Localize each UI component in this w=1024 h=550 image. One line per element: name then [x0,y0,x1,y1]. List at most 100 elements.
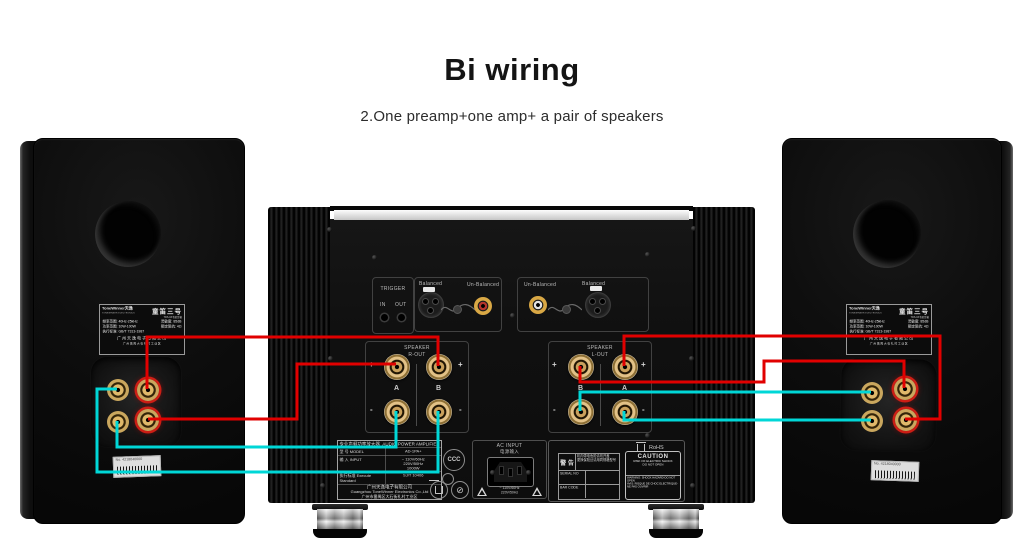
bass-port [853,200,921,268]
column-a-label: A [622,385,628,392]
amp-foot [312,504,368,538]
trigger-in-label: IN [380,302,386,308]
screw-icon [327,227,332,232]
screw-icon [645,433,650,438]
warning-title: 警 告 [559,454,576,470]
spec-impedance: 额定阻抗: 4Ω [160,325,182,329]
standard-value: SJ/T 10406 [403,473,424,478]
certification-marks: CCC ⊘ [430,449,470,503]
caution-line-1: RISK OF ELECTRIC SHOCK [633,460,673,463]
amp-address-en: Hongyu Industrial Plot, Dashi, Panyu, Gu… [338,500,441,501]
speaker-company: 广州天逸电子有限公司 [117,336,167,341]
binding-post-recess [840,358,937,452]
speaker-r-out-panel: SPEAKER R-OUT + + A B - - [365,341,469,433]
plus-sign: + [458,360,463,369]
amp-post-l-a-minus [612,399,638,425]
right-speaker-post-hf-minus [861,382,883,404]
spec-sensitivity: 灵敏度: 85dB [907,320,929,324]
spec-standard: 执行标准: GB/T 7313-1987 [849,330,892,334]
ac-input-title: AC INPUT [496,443,523,449]
page-subtitle: 2.One preamp+one amp+ a pair of speakers [360,108,664,125]
warning-serial-label: 警 告 机内带电危险请勿开盖 更换保险丝请用同规格型号 SERIAL NO BA… [558,453,620,500]
amp-post-r-a-minus [384,399,410,425]
serial-number: No. 4218040000 [873,461,901,467]
ac-input-panel: AC INPUT 电源输入 ~ 110V/60Hz 220V/50Hz [472,440,547,499]
model-key: 型 号 MODEL [338,448,386,456]
left-speaker-post-hf-minus [107,379,129,401]
xlr-label-tab [590,286,602,291]
serial-no-label: SERIAL NO [560,472,579,476]
cert-circle-icon [442,473,454,485]
minus-sign: - [370,405,373,414]
left-speaker-post-hf-plus [137,379,159,401]
column-b-label: B [578,385,584,392]
serial-barcode-label: No. 4218040000 [870,460,920,482]
input-power: 1000W [406,466,420,471]
amp-type-en: AUDIO POWER AMPLIFIER [382,441,440,447]
balanced-label: Balanced [419,281,443,287]
warning-triangle-icon [477,487,487,496]
column-divider [416,364,417,426]
speaker-address: 广州番禺大石礼村工业区 [869,342,909,346]
weee-bin-mark-icon [430,481,448,499]
serial-no-field [586,471,619,484]
speaker-out-channel: L-OUT [591,352,609,358]
crossed-circle-mark-icon: ⊘ [451,481,469,499]
trigger-out-label: OUT [395,302,407,308]
trigger-panel: TRIGGER IN OUT [372,277,414,334]
spec-impedance: 额定阻抗: 4Ω [907,325,929,329]
amp-type-cn: 专业声频功率放大器 [339,441,380,447]
speaker-l-out-panel: SPEAKER L-OUT + + B A - - [548,341,652,433]
rohs-label: RoHS [649,445,664,451]
amp-foot [648,504,704,538]
model-spec-label: 专业声频功率放大器 AUDIO POWER AMPLIFIER 型 号 MODE… [337,440,442,500]
speaker-out-title: SPEAKER [404,345,430,351]
amp-post-l-b-plus [568,354,594,380]
xlr-balanced-input [585,292,611,318]
iec-inlet [487,457,534,487]
warning-triangle-icon [532,487,542,496]
ac-voltage-2: 220V/50Hz [500,491,519,495]
amp-top-edge [330,206,693,211]
left-heatsink [268,207,330,503]
amp-post-r-b-plus [426,354,452,380]
amp-post-l-b-minus [568,399,594,425]
input-select-switch [453,305,462,314]
amp-post-r-a-plus [384,354,410,380]
spec-standard: 执行标准: GB/T 7313-1987 [102,330,145,334]
spec-power: 功率范围: 10W-100W [849,325,883,329]
amp-company-en: Guangzhou ToneWinner Electronics Co.,Ltd [350,489,429,495]
spec-power: 功率范围: 10W-100W [102,325,136,329]
minus-sign: - [553,405,556,414]
page-title: Bi wiring [444,52,580,87]
column-divider [600,364,601,426]
rca-unbalanced-input [529,296,547,314]
amp-top-chassis-strip [334,210,689,220]
unbalanced-label: Un-Balanced [467,282,500,288]
screw-icon [645,252,650,257]
input-select-switch [562,305,571,314]
plus-sign: + [552,360,557,369]
barcode-stripes-icon [116,465,158,475]
bar-code-label: BAR CODE [560,486,579,490]
screw-icon [691,226,696,231]
ccc-mark-icon: CCC [443,449,465,471]
spec-sensitivity: 灵敏度: 85dB [160,320,182,324]
ac-voltage-1: ~ 110V/60Hz [499,486,520,491]
warning-caution-panel: RoHS 警 告 机内带电危险请勿开盖 更换保险丝请用同规格型号 SERIAL … [548,440,685,502]
unbalanced-label: Un-Balanced [524,282,557,288]
minus-sign: - [459,405,462,414]
right-heatsink [693,207,755,503]
caution-title: CAUTION [637,454,669,460]
plus-sign: + [641,360,646,369]
screw-icon [690,483,695,488]
standard-key: 执行标准 Execute Standard [338,472,386,484]
